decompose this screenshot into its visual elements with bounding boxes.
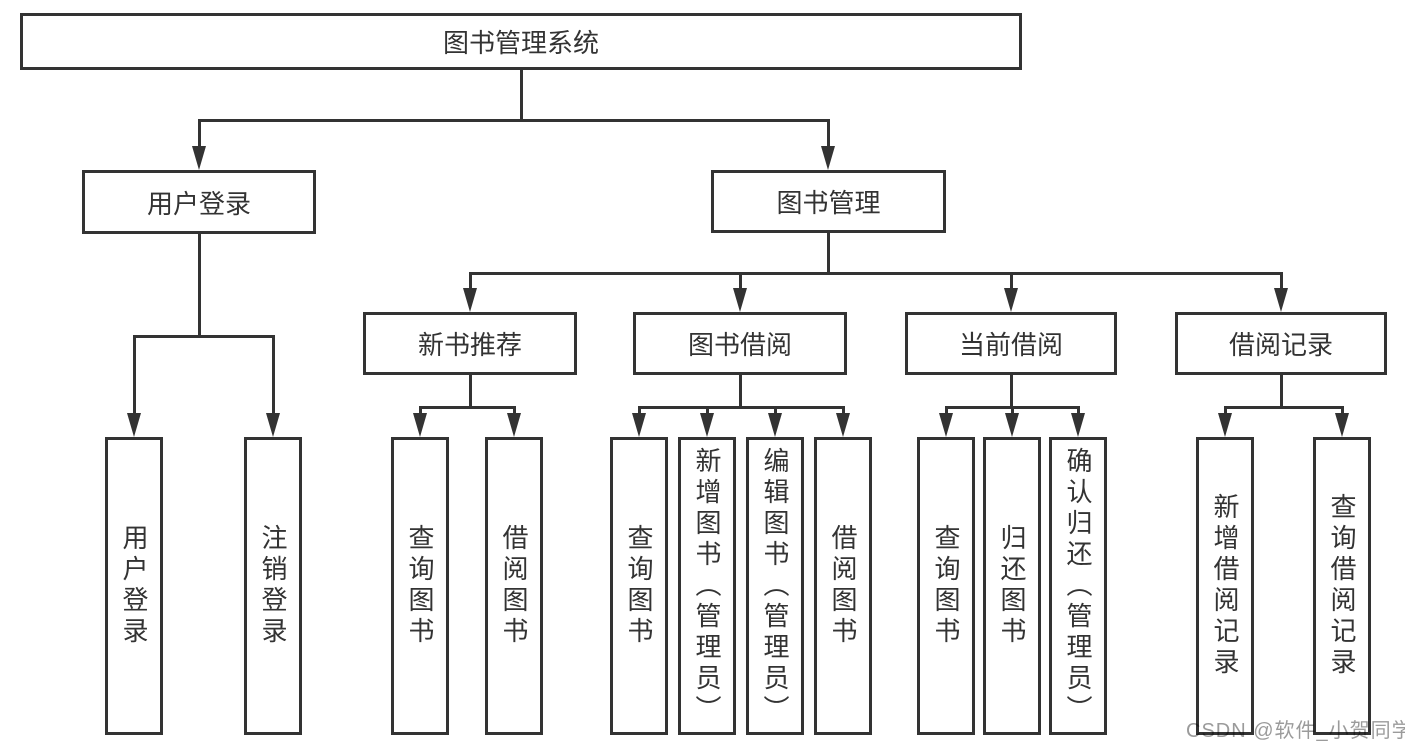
connector-line [706, 406, 709, 416]
leaf-label: 新增图书（管理员） [692, 446, 722, 726]
connector-line [1341, 406, 1344, 416]
node-borrowing-records: 借阅记录 [1175, 312, 1387, 375]
connector-line [739, 375, 742, 408]
connector-line [827, 233, 830, 274]
leaf-label: 查询图书 [931, 524, 961, 648]
arrowhead [266, 413, 280, 437]
node-library-system: 图书管理系统 [20, 13, 1022, 70]
node-label: 图书管理 [776, 188, 881, 218]
arrowhead [192, 146, 206, 170]
node-new-book-recommend: 新书推荐 [363, 312, 577, 375]
leaf-query-books-borrow: 查询图书 [610, 437, 668, 735]
arrowhead [632, 413, 646, 437]
connector-line [133, 335, 136, 415]
connector-line [272, 335, 275, 415]
connector-line [198, 234, 201, 337]
arrowhead [733, 288, 747, 312]
connector-line [469, 272, 1283, 275]
connector-line [419, 406, 516, 409]
connector-line [520, 69, 523, 121]
arrowhead [1218, 413, 1232, 437]
connector-line [1280, 272, 1283, 291]
arrowhead [1071, 413, 1085, 437]
leaf-label: 新增借阅记录 [1210, 493, 1240, 679]
leaf-label: 查询图书 [624, 524, 654, 648]
node-label: 新书推荐 [417, 330, 522, 360]
connector-line [638, 406, 641, 416]
connector-line [945, 406, 948, 416]
leaf-label: 借阅图书 [499, 524, 529, 648]
leaf-borrow-books-borrow: 借阅图书 [814, 437, 872, 735]
connector-line [419, 406, 422, 416]
node-user-login: 用户登录 [82, 170, 316, 234]
leaf-label: 借阅图书 [828, 524, 858, 648]
connector-line [1224, 406, 1227, 416]
node-book-borrowing: 图书借阅 [633, 312, 847, 375]
leaf-borrow-books-recommend: 借阅图书 [485, 437, 543, 735]
leaf-label: 确认归还（管理员） [1063, 446, 1093, 726]
node-current-borrowing: 当前借阅 [905, 312, 1117, 375]
arrowhead [413, 413, 427, 437]
arrowhead [836, 413, 850, 437]
leaf-label: 查询图书 [405, 524, 435, 648]
leaf-label: 注销登录 [258, 524, 288, 648]
connector-line [1077, 406, 1080, 416]
arrowhead [1335, 413, 1349, 437]
connector-line [469, 375, 472, 408]
connector-line [842, 406, 845, 416]
leaf-return-books: 归还图书 [983, 437, 1041, 735]
leaf-add-books-admin: 新增图书（管理员） [678, 437, 736, 735]
connector-line [198, 119, 830, 122]
arrowhead [939, 413, 953, 437]
leaf-user-login: 用户登录 [105, 437, 163, 735]
connector-line [198, 119, 201, 150]
connector-line [774, 406, 777, 416]
arrowhead [507, 413, 521, 437]
arrowhead [768, 413, 782, 437]
node-label: 图书借阅 [687, 330, 792, 360]
connector-line [1010, 375, 1013, 408]
arrowhead [463, 288, 477, 312]
leaf-edit-books-admin: 编辑图书（管理员） [746, 437, 804, 735]
leaf-logout-login: 注销登录 [244, 437, 302, 735]
arrowhead [821, 146, 835, 170]
connector-line [469, 272, 472, 291]
csdn-watermark: CSDN @软件_小贺同学 [1186, 720, 1405, 742]
connector-line [739, 272, 742, 291]
connector-line [513, 406, 516, 416]
leaf-add-borrow-record: 新增借阅记录 [1196, 437, 1254, 735]
connector-line [133, 335, 275, 338]
leaf-label: 编辑图书（管理员） [760, 446, 790, 726]
leaf-query-books-current: 查询图书 [917, 437, 975, 735]
leaf-query-books-recommend: 查询图书 [391, 437, 449, 735]
node-label: 借阅记录 [1228, 330, 1333, 360]
arrowhead [700, 413, 714, 437]
connector-line [1280, 375, 1283, 408]
connector-line [1011, 406, 1014, 416]
leaf-label: 查询借阅记录 [1327, 493, 1357, 679]
arrowhead [1005, 413, 1019, 437]
arrowhead [1274, 288, 1288, 312]
connector-line [638, 406, 845, 409]
leaf-label: 归还图书 [997, 524, 1027, 648]
leaf-label: 用户登录 [119, 524, 149, 648]
node-label: 当前借阅 [958, 330, 1063, 360]
node-label: 用户登录 [146, 188, 251, 219]
arrowhead [127, 413, 141, 437]
connector-line [1010, 272, 1013, 291]
node-label: 图书管理系统 [442, 28, 599, 58]
leaf-query-borrow-record: 查询借阅记录 [1313, 437, 1371, 735]
leaf-confirm-return-admin: 确认归还（管理员） [1049, 437, 1107, 735]
connector-line [827, 119, 830, 150]
node-book-management: 图书管理 [711, 170, 946, 233]
arrowhead [1004, 288, 1018, 312]
connector-line [1224, 406, 1344, 409]
